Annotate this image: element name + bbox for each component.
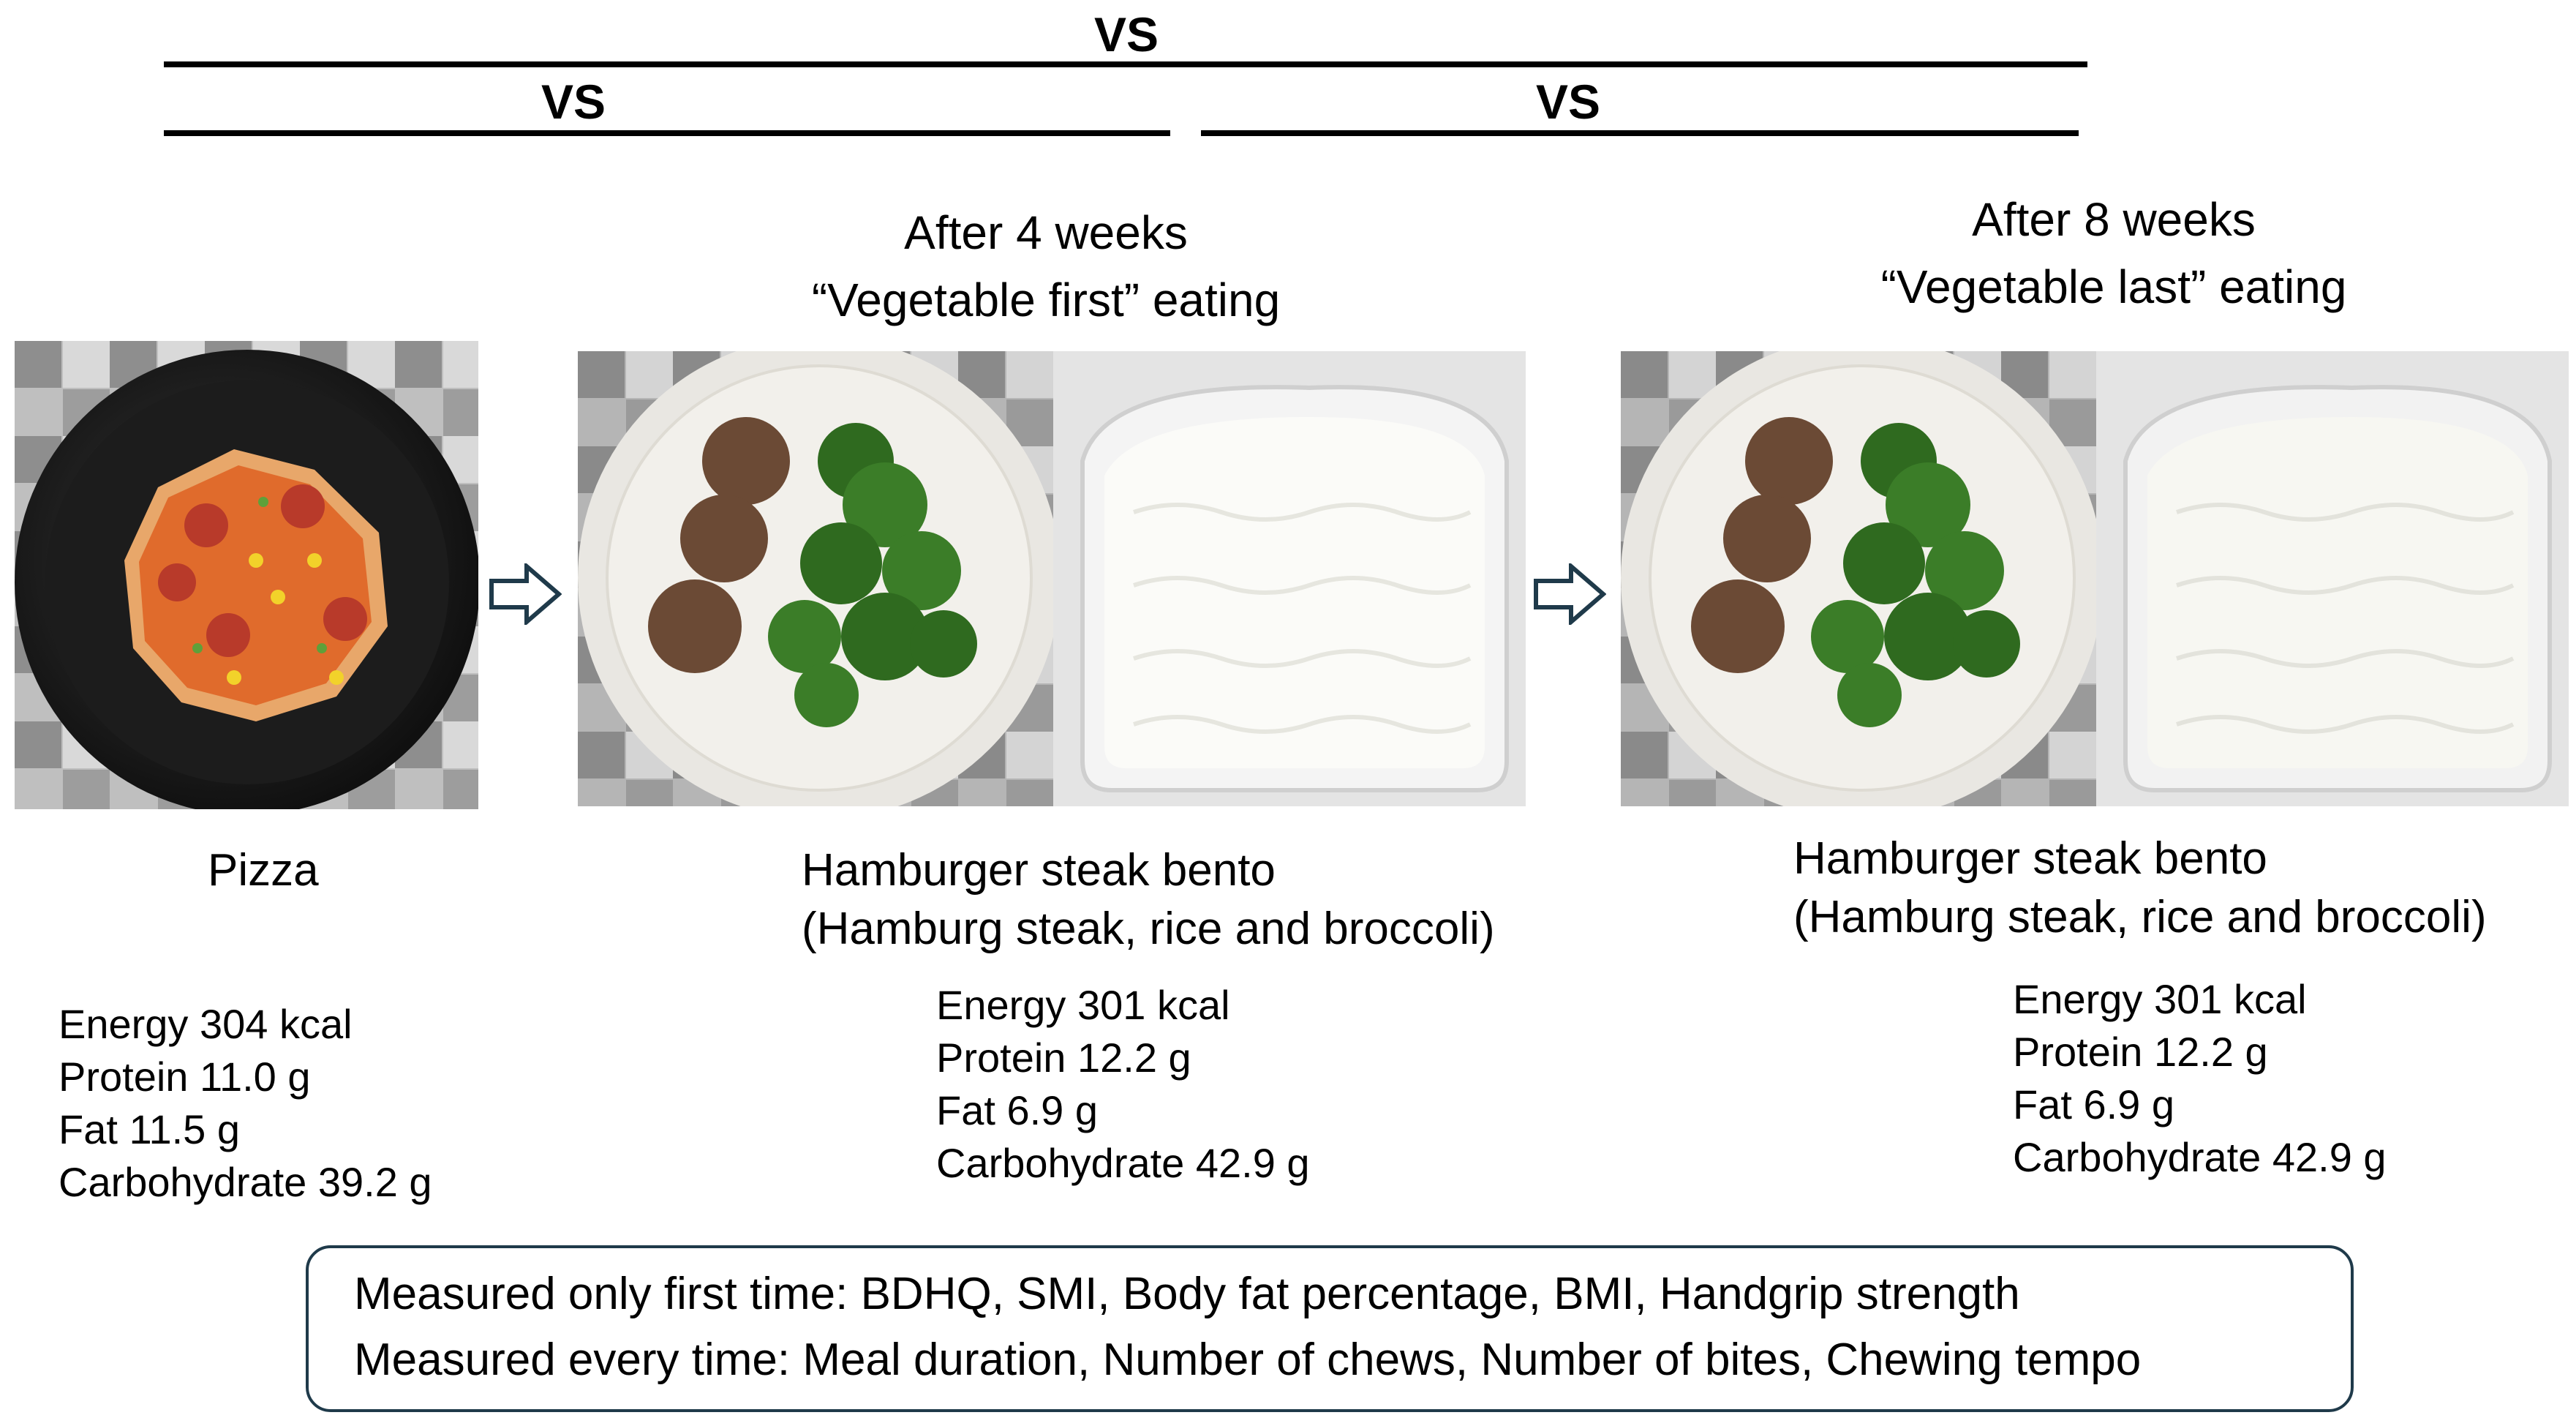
week8-food-line2: (Hamburg steak, rice and broccoli) bbox=[1793, 892, 2487, 942]
week4-food-line2: (Hamburg steak, rice and broccoli) bbox=[802, 904, 1495, 954]
pizza-food-name: Pizza bbox=[208, 845, 319, 896]
week8-food-name: Hamburger steak bento (Hamburg steak, ri… bbox=[1793, 830, 2487, 947]
vs-label-overall: VS bbox=[1093, 7, 1159, 61]
nutrient-carbohydrate: Carbohydrate 42.9 g bbox=[936, 1140, 1310, 1186]
week4-bento-photo bbox=[578, 351, 1526, 806]
measurements-box: Measured only first time: BDHQ, SMI, Bod… bbox=[306, 1245, 2354, 1412]
arrow-right-icon bbox=[489, 561, 562, 627]
vs-line-left bbox=[164, 130, 1170, 136]
nutrient-carbohydrate: Carbohydrate 42.9 g bbox=[2013, 1134, 2387, 1180]
measured-first-time: Measured only first time: BDHQ, SMI, Bod… bbox=[354, 1269, 2020, 1319]
vs-label-left: VS bbox=[541, 75, 606, 129]
vs-line-overall bbox=[164, 61, 2087, 67]
nutrient-protein: Protein 11.0 g bbox=[59, 1054, 311, 1100]
week4-title-line2: “Vegetable first” eating bbox=[811, 274, 1281, 326]
nutrient-carbohydrate: Carbohydrate 39.2 g bbox=[59, 1159, 432, 1205]
week4-title-line1: After 4 weeks bbox=[904, 206, 1188, 259]
measured-every-time: Measured every time: Meal duration, Numb… bbox=[354, 1335, 2142, 1385]
pizza-nutrients: Energy 304 kcal Protein 11.0 g Fat 11.5 … bbox=[59, 998, 432, 1209]
nutrient-fat: Fat 11.5 g bbox=[59, 1106, 241, 1152]
nutrient-fat: Fat 6.9 g bbox=[936, 1087, 1099, 1133]
nutrient-protein: Protein 12.2 g bbox=[936, 1035, 1191, 1081]
week4-food-name: Hamburger steak bento (Hamburg steak, ri… bbox=[802, 841, 1495, 958]
nutrient-energy: Energy 304 kcal bbox=[59, 1001, 353, 1047]
week4-nutrients: Energy 301 kcal Protein 12.2 g Fat 6.9 g… bbox=[936, 979, 1310, 1190]
week8-bento-photo bbox=[1621, 351, 2569, 806]
week4-title: After 4 weeks “Vegetable first” eating bbox=[731, 199, 1360, 334]
week8-title: After 8 weeks “Vegetable last” eating bbox=[1799, 186, 2428, 320]
week4-food-line1: Hamburger steak bento bbox=[802, 845, 1276, 896]
vs-label-right: VS bbox=[1535, 75, 1601, 129]
nutrient-energy: Energy 301 kcal bbox=[2013, 976, 2307, 1022]
week8-food-line1: Hamburger steak bento bbox=[1793, 833, 2267, 884]
week8-nutrients: Energy 301 kcal Protein 12.2 g Fat 6.9 g… bbox=[2013, 973, 2387, 1184]
vs-line-right bbox=[1201, 130, 2079, 136]
week8-title-line1: After 8 weeks bbox=[1972, 193, 2256, 246]
arrow-right-icon bbox=[1533, 561, 1607, 627]
pizza-photo bbox=[15, 341, 478, 809]
nutrient-energy: Energy 301 kcal bbox=[936, 982, 1230, 1028]
nutrient-fat: Fat 6.9 g bbox=[2013, 1081, 2175, 1127]
nutrient-protein: Protein 12.2 g bbox=[2013, 1029, 2268, 1075]
week8-title-line2: “Vegetable last” eating bbox=[1880, 260, 2347, 313]
